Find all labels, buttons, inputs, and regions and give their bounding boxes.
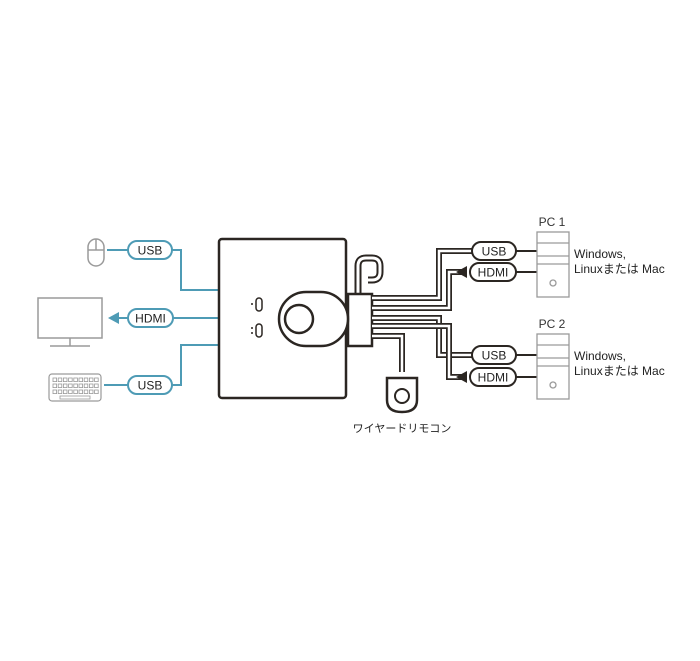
remote-caption: ワイヤードリモコン	[353, 422, 452, 435]
keyboard-key	[83, 383, 89, 388]
left-usb-bottom-pill: USB	[127, 375, 173, 395]
mouse-icon	[87, 238, 105, 267]
pc1-usb-pill: USB	[471, 241, 517, 261]
keyboard-key	[83, 389, 89, 394]
led-indicator-1	[251, 297, 263, 312]
keyboard-key	[78, 377, 83, 382]
left-hdmi-pill: HDMI	[127, 308, 174, 328]
pc1-usb-label: USB	[482, 245, 507, 259]
keyboard-key	[63, 377, 68, 382]
pc2-hdmi-arrow-icon	[456, 371, 467, 383]
pc2-os-line2: Linuxまたは Mac	[574, 364, 665, 378]
pc2-hdmi-label: HDMI	[478, 371, 509, 385]
hdmi-arrow-icon	[108, 312, 119, 324]
keyboard-key	[68, 383, 73, 388]
monitor-icon	[37, 297, 103, 347]
remote-cable	[372, 333, 405, 372]
keyboard-key	[57, 383, 63, 388]
keyboard-key	[68, 377, 73, 382]
pc1-title: PC 1	[539, 215, 566, 229]
keyboard-key	[78, 383, 83, 388]
pc2-usb-label: USB	[482, 349, 507, 363]
pc1-tower-icon	[536, 231, 570, 298]
keyboard-spacebar	[59, 395, 91, 400]
keyboard-key	[89, 383, 94, 388]
keyboard-key	[94, 383, 99, 388]
keyboard-icon	[48, 373, 102, 402]
pc1-hdmi-label: HDMI	[478, 266, 509, 280]
keyboard-key	[89, 389, 94, 394]
keyboard-key	[73, 389, 78, 394]
keyboard-key	[83, 377, 89, 382]
keyboard-key	[57, 389, 63, 394]
left-usb-top-pill: USB	[127, 240, 173, 260]
keyboard-key	[73, 383, 78, 388]
pc2-os-line1: Windows,	[574, 349, 626, 363]
cable-connector-block	[346, 292, 374, 348]
switch-button[interactable]	[277, 290, 350, 348]
keyboard-key	[94, 389, 99, 394]
keyboard-key	[52, 383, 57, 388]
pc2-title: PC 2	[539, 317, 566, 331]
keyboard-key	[52, 377, 57, 382]
keyboard-key	[63, 389, 68, 394]
led-indicator-2	[251, 323, 263, 338]
pc1-os-line2: Linuxまたは Mac	[574, 262, 665, 276]
pc-cables	[372, 248, 537, 380]
left-hdmi-label: HDMI	[135, 312, 166, 326]
keyboard-key	[73, 377, 78, 382]
pc2-tower-icon	[536, 333, 570, 400]
keyboard-key	[52, 389, 57, 394]
keyboard-key	[89, 377, 94, 382]
left-usb-bottom-label: USB	[138, 379, 163, 393]
pc1-os-line1: Windows,	[574, 247, 626, 261]
keyboard-key	[94, 377, 99, 382]
left-usb-top-label: USB	[138, 244, 163, 258]
pc2-hdmi-pill: HDMI	[469, 367, 517, 387]
pc2-usb-pill: USB	[471, 345, 517, 365]
pc1-hdmi-pill: HDMI	[469, 262, 517, 282]
keyboard-key	[57, 377, 63, 382]
pc1-hdmi-arrow-icon	[456, 266, 467, 278]
keyboard-key	[63, 383, 68, 388]
peripheral-cables	[104, 249, 218, 386]
wired-remote-icon	[385, 376, 419, 414]
keyboard-key	[68, 389, 73, 394]
keyboard-key	[78, 389, 83, 394]
